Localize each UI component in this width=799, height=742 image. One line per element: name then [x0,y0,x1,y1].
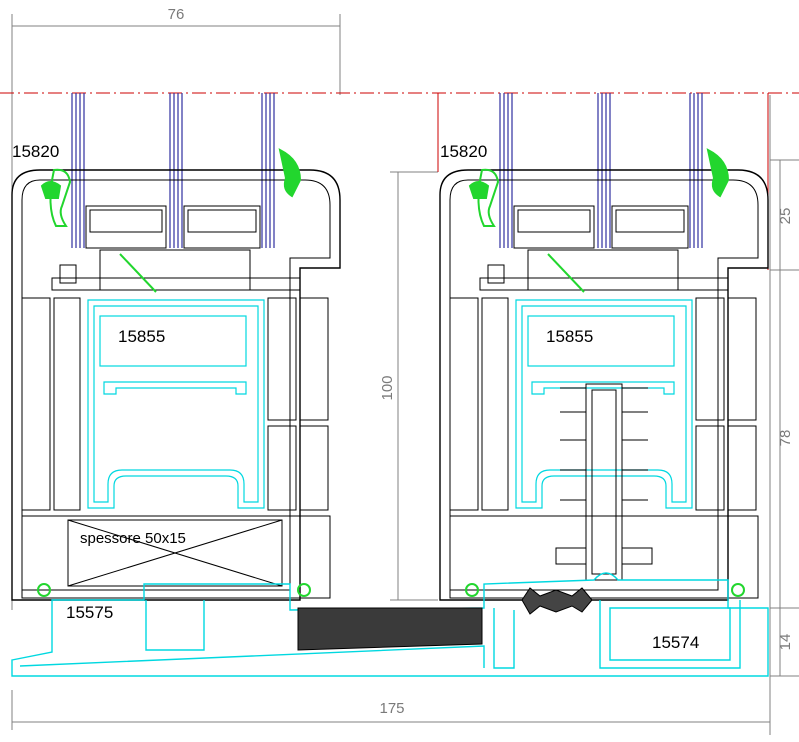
label-reinforcement: spessore 50x15 [80,530,186,547]
dim-height-center: 100 [379,375,396,400]
dim-top-width: 76 [168,6,185,23]
dimension-lines [11,14,799,735]
label-glazing-bead-right: 15820 [440,142,487,161]
track-profile [11,572,769,677]
label-sash-right: 15855 [546,327,593,346]
threshold-insert [297,607,483,651]
dim-total-width: 175 [379,700,404,717]
dim-right-middle: 78 [777,430,794,447]
dim-right-lower: 14 [777,634,794,651]
center-gasket [521,587,593,615]
dim-right-upper: 25 [777,208,794,225]
label-glazing-bead-left: 15820 [12,142,59,161]
label-track-left: 15575 [66,603,113,622]
left-sash-section [11,93,341,601]
label-sash-left: 15855 [118,327,165,346]
right-sash-section [439,93,769,601]
label-track-right: 15574 [652,633,699,652]
